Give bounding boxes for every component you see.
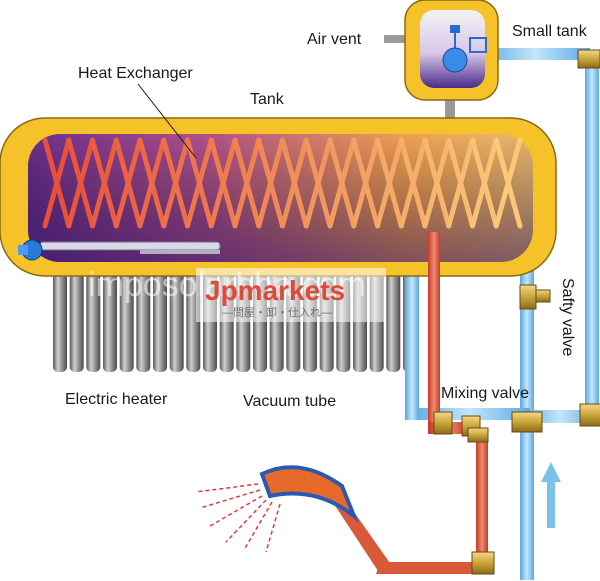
heat-exchanger-coil [42,137,523,229]
coil-segment [137,137,167,229]
electric-heater [18,239,221,261]
small-tank [384,0,499,120]
label-electric-heater: Electric heater [65,391,168,408]
coil-segment [208,137,238,229]
label-mixing-valve: Mixing valve [441,385,529,402]
label-small-tank: Small tank [512,23,588,40]
vacuum-tube [53,262,67,372]
vacuum-tube [103,262,117,372]
label-tank: Tank [250,91,285,108]
watermark: imposolarhba.com Jpmarkets —問屋・卸・仕入れ— [88,266,386,322]
coil-segment [256,137,285,229]
coil-segment [303,137,333,229]
coil-segment [351,137,380,229]
vacuum-tube [119,262,134,372]
label-heat-exchanger: Heat Exchanger [78,65,193,82]
coil-segment [42,137,72,229]
coil-segment [280,137,309,229]
inlet-arrow-icon [541,462,561,528]
main-tank [0,117,557,277]
vacuum-tube [169,262,184,372]
coil-segment [398,137,428,229]
coil-segment [327,137,357,229]
shower-head-icon [195,465,359,553]
coil-segment [185,137,214,229]
coil-segment [161,137,190,229]
svg-text:—問屋・卸・仕入れ—: —問屋・卸・仕入れ— [222,305,332,319]
heat-exchanger-leader [137,83,197,159]
coil-segment [375,137,404,229]
vacuum-tube [69,262,84,372]
coil-segment [90,137,119,229]
coil-segment [422,137,452,229]
coil-segment [232,137,262,229]
coil-segment [113,137,143,229]
coil-segment [470,137,499,229]
label-safety-valve: Safty valve [559,278,576,356]
coil-segment [493,137,523,229]
safety-valve [519,284,551,310]
vacuum-tube [386,262,401,372]
vacuum-tube [136,262,151,372]
coil-segment [446,137,475,229]
vacuum-tube [86,262,101,372]
coil-segment [66,137,95,229]
label-vacuum-tube: Vacuum tube [243,393,336,410]
label-air-vent: Air vent [307,31,362,48]
vacuum-tube [153,262,167,372]
watermark-logo: Jpmarkets [205,275,345,306]
fittings [433,49,600,575]
